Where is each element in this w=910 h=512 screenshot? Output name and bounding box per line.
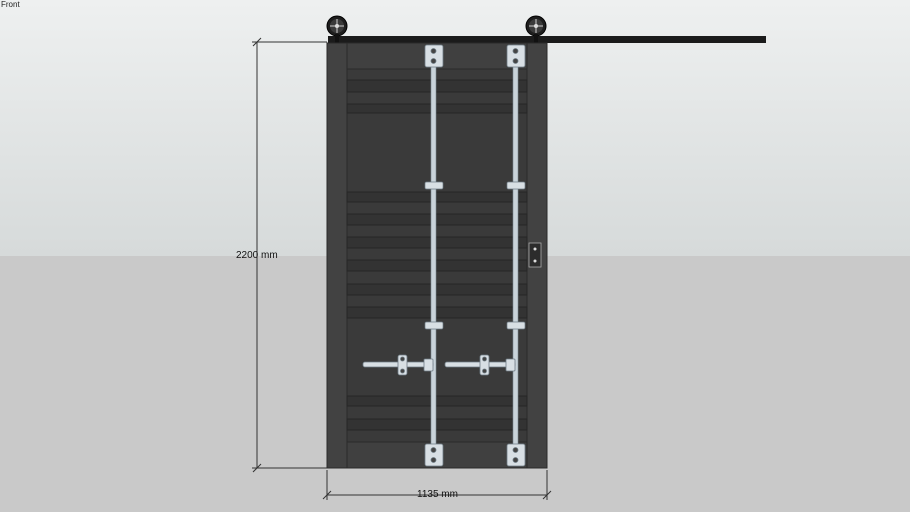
cam-keeper-bottom-left xyxy=(424,443,444,467)
latch-plate[interactable] xyxy=(528,242,542,268)
corrugation-top xyxy=(346,79,528,114)
cam-keeper-bottom-right xyxy=(506,443,526,467)
container-door[interactable] xyxy=(326,42,548,469)
width-dimension xyxy=(322,470,552,500)
scene-tab-label: Front xyxy=(1,0,20,9)
cam-keeper-top-left xyxy=(424,44,444,68)
barn-rail xyxy=(328,36,766,43)
height-dimension-label: 2200 mm xyxy=(236,250,278,261)
rod-guides xyxy=(424,181,526,330)
corrugation-bottom xyxy=(346,395,528,431)
roller-wheel-right xyxy=(525,15,547,44)
locking-handle-right[interactable] xyxy=(444,354,516,376)
locking-rod-right xyxy=(512,44,519,466)
roller-wheel-left xyxy=(326,15,348,44)
locking-handle-left[interactable] xyxy=(362,354,434,376)
corrugation-middle xyxy=(346,191,528,319)
locking-rod-left xyxy=(430,44,437,466)
width-dimension-label: 1135 mm xyxy=(417,489,458,500)
height-dimension xyxy=(252,37,327,473)
cam-keeper-top-right xyxy=(506,44,526,68)
